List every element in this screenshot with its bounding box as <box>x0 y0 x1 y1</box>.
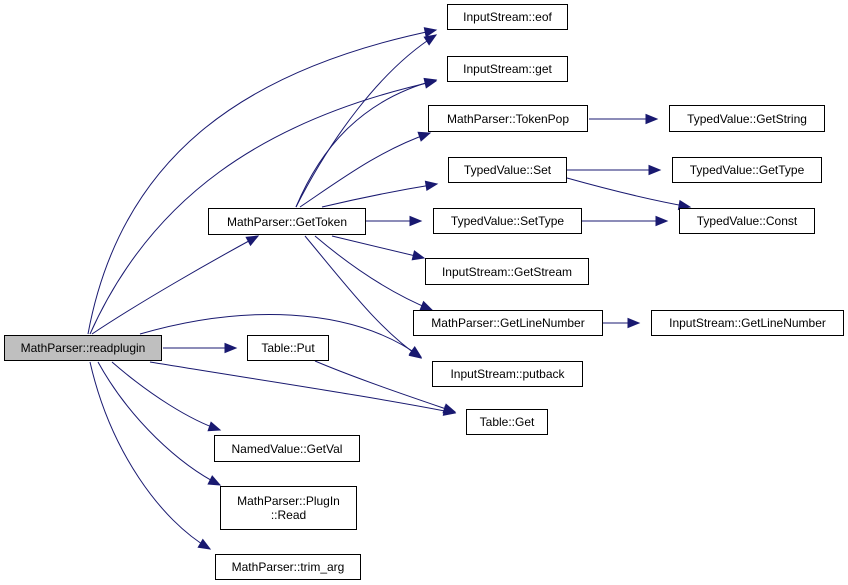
node-label: MathParser::trim_arg <box>231 560 345 574</box>
node-label: TypedValue::Set <box>463 163 552 177</box>
node-label: NamedValue::GetVal <box>231 441 343 456</box>
node-typedvalue-const[interactable]: TypedValue::Const <box>679 208 815 234</box>
node-mathparser-tokenpop[interactable]: MathParser::TokenPop <box>428 105 588 132</box>
edge-gettoken-to-getlinenumber <box>314 235 433 311</box>
edge-readplugin-to-eof-arrowhead <box>423 27 438 38</box>
edge-gettoken-to-putback <box>304 235 422 359</box>
edge-tokenpop-to-getstring-arrowhead <box>645 113 659 125</box>
node-mathparser-plugin-read[interactable]: MathParser::PlugIn ::Read <box>220 486 357 530</box>
node-inputstream-getlinenumber[interactable]: InputStream::GetLineNumber <box>651 310 844 336</box>
node-inputstream-putback[interactable]: InputStream::putback <box>432 361 583 387</box>
edge-readplugin-to-trim-arg-arrowhead <box>197 538 212 550</box>
edge-mp-getlinenumber-to-is-getlinenumber-arrowhead <box>627 317 641 329</box>
node-label-line2: ::Read <box>270 508 307 522</box>
node-mathparser-trim-arg[interactable]: MathParser::trim_arg <box>215 554 361 580</box>
edge-settype-to-const-arrowhead <box>655 215 669 227</box>
node-label: TypedValue::GetType <box>689 163 805 177</box>
node-label: MathParser::readplugin <box>20 341 146 355</box>
node-label: InputStream::GetStream <box>441 264 573 279</box>
edge-readplugin-to-gettoken <box>91 235 259 335</box>
node-typedvalue-settype[interactable]: TypedValue::SetType <box>433 208 582 234</box>
edge-gettoken-to-tokenpop <box>299 132 431 208</box>
node-label: Table::Put <box>261 341 315 355</box>
edge-gettoken-to-set <box>321 183 438 208</box>
node-label: InputStream::putback <box>450 367 565 381</box>
node-label: MathParser::GetToken <box>226 214 348 229</box>
edge-gettoken-to-getstream <box>331 235 425 259</box>
edge-readplugin-to-getval-arrowhead <box>207 421 222 432</box>
edge-gettoken-to-getstream-arrowhead <box>411 250 426 261</box>
edge-gettoken-to-tokenpop-arrowhead <box>417 131 432 142</box>
edge-readplugin-to-eof <box>87 29 437 335</box>
node-inputstream-getstream[interactable]: InputStream::GetStream <box>425 258 589 285</box>
node-typedvalue-getstring[interactable]: TypedValue::GetString <box>669 105 825 132</box>
edge-readplugin-to-table-put-arrowhead <box>224 342 238 354</box>
edge-readplugin-to-plugin-read <box>97 361 221 486</box>
node-label: TypedValue::GetString <box>687 111 807 126</box>
node-typedvalue-set[interactable]: TypedValue::Set <box>448 157 567 183</box>
edge-readplugin-to-gettoken-arrowhead <box>245 235 260 247</box>
edge-table-put-to-table-get-arrowhead <box>442 403 457 414</box>
edge-set-to-gettype-arrowhead <box>648 164 662 176</box>
edge-readplugin-to-get <box>89 80 437 335</box>
node-inputstream-get[interactable]: InputStream::get <box>447 56 568 82</box>
node-label: TypedValue::SetType <box>450 214 565 228</box>
node-mathparser-readplugin: MathParser::readplugin <box>4 335 162 361</box>
edge-gettoken-to-set-arrowhead <box>424 180 439 192</box>
edge-table-put-to-table-get <box>314 360 456 413</box>
edge-gettoken-to-settype-arrowhead <box>409 215 423 227</box>
node-typedvalue-gettype[interactable]: TypedValue::GetType <box>672 157 822 183</box>
node-namedvalue-getval[interactable]: NamedValue::GetVal <box>214 435 360 462</box>
node-label: TypedValue::Const <box>696 214 798 228</box>
node-table-put[interactable]: Table::Put <box>247 335 329 361</box>
edge-readplugin-to-trim-arg <box>89 361 211 550</box>
edge-set-to-const <box>566 177 691 208</box>
edge-gettoken-to-getlinenumber-arrowhead <box>419 300 434 311</box>
edge-readplugin-to-getval <box>111 361 221 431</box>
node-mathparser-gettoken[interactable]: MathParser::GetToken <box>208 208 366 235</box>
node-label-line1: MathParser::PlugIn <box>237 494 340 508</box>
edge-readplugin-to-plugin-read-arrowhead <box>207 475 222 486</box>
node-label: InputStream::GetLineNumber <box>669 316 826 330</box>
node-label: Table::Get <box>479 415 535 429</box>
edge-gettoken-to-eof <box>295 34 437 208</box>
edge-gettoken-to-eof-arrowhead <box>423 34 438 46</box>
node-label: MathParser::TokenPop <box>446 111 570 126</box>
edge-gettoken-to-get-arrowhead <box>423 77 438 89</box>
node-label: InputStream::get <box>463 62 552 76</box>
node-label: MathParser::GetLineNumber <box>431 316 585 330</box>
edge-gettoken-to-get <box>295 79 437 208</box>
edge-readplugin-to-putback <box>139 314 422 358</box>
edge-readplugin-to-table-get <box>149 361 456 414</box>
node-table-get[interactable]: Table::Get <box>466 409 548 435</box>
node-label: InputStream::eof <box>463 10 552 24</box>
node-inputstream-eof[interactable]: InputStream::eof <box>447 4 568 30</box>
edge-gettoken-to-putback-arrowhead <box>408 347 423 359</box>
node-mathparser-getlinenumber[interactable]: MathParser::GetLineNumber <box>413 310 603 336</box>
